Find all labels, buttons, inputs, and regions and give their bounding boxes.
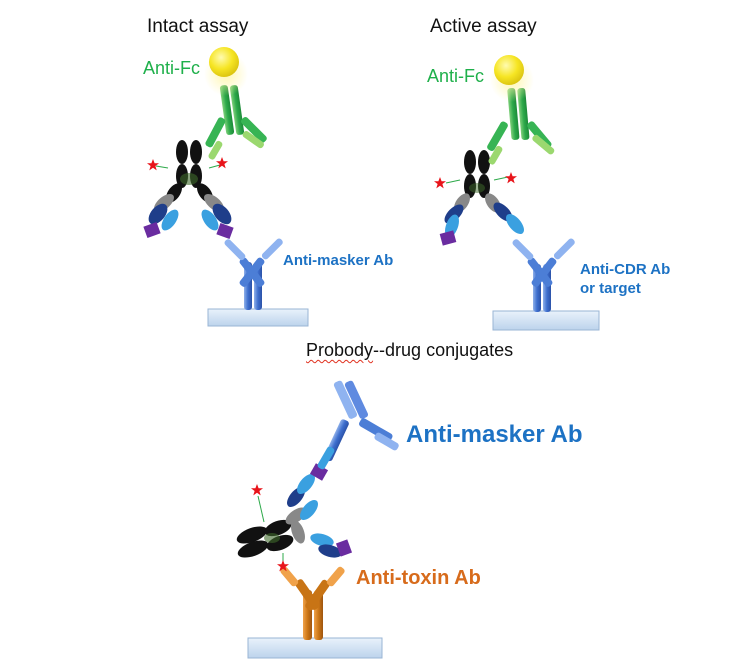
anti-fc-antibody-intact <box>205 85 267 160</box>
intact-assay-title: Intact assay <box>147 16 249 37</box>
anti-cdr-label-line2: or target <box>580 280 641 297</box>
plate-intact <box>207 308 309 327</box>
anti-cdr-label: Anti-CDR Ab or target <box>580 260 670 298</box>
probody-word: Probody <box>306 340 374 360</box>
probody-drug-conjugate-active <box>434 150 524 246</box>
gold-particle-icon <box>209 47 239 77</box>
anti-cdr-label-line1: Anti-CDR Ab <box>580 261 671 278</box>
anti-masker-label-large: Anti-masker Ab <box>406 421 583 448</box>
anti-toxin-antibody <box>280 566 345 640</box>
anti-masker-antibody-intact <box>224 238 283 310</box>
active-assay-illustration <box>434 55 600 331</box>
anti-cdr-antibody-active <box>512 238 575 312</box>
anti-fc-label-intact: Anti-Fc <box>143 58 201 78</box>
active-assay-title: Active assay <box>430 16 537 37</box>
probody-sandwich-illustration <box>236 380 399 659</box>
anti-masker-antibody-bottom <box>317 380 399 470</box>
anti-toxin-label: Anti-toxin Ab <box>356 567 481 589</box>
plate-bottom <box>247 637 383 659</box>
probody-drug-conjugate-intact <box>143 140 234 240</box>
anti-fc-label-active: Anti-Fc <box>427 66 485 86</box>
anti-masker-label-small: Anti-masker Ab <box>283 252 394 269</box>
probody-drug-conjugate-bottom <box>236 463 353 572</box>
gold-particle-icon <box>494 55 524 85</box>
intact-assay-illustration <box>143 47 309 327</box>
probody-drug-conjugates-title: Probody--drug conjugates <box>306 340 513 361</box>
plate-active <box>492 310 600 331</box>
drug-conjugates-text: --drug conjugates <box>373 340 514 360</box>
